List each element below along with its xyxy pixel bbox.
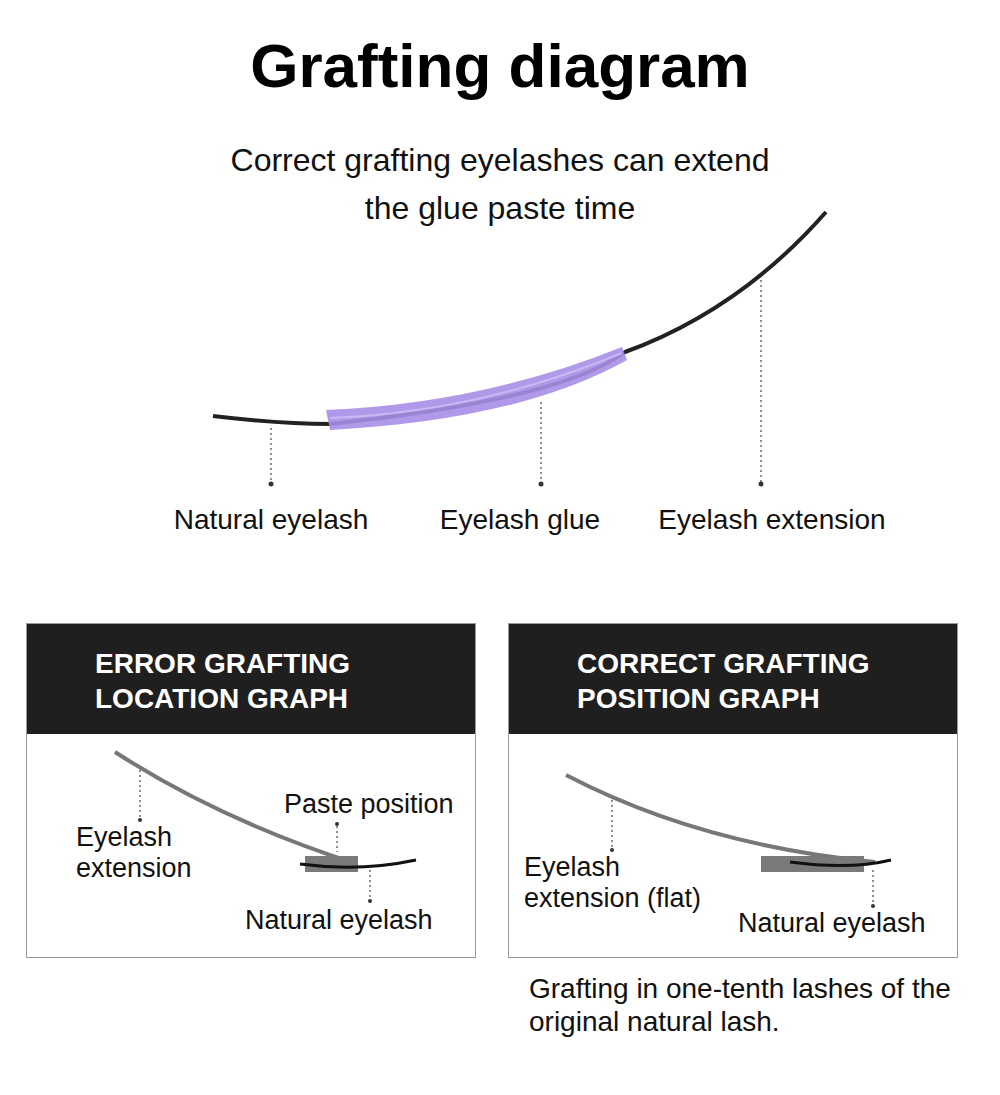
panel-heading: ERROR GRAFTING LOCATION GRAPH bbox=[95, 646, 455, 716]
natural-lash bbox=[790, 860, 891, 866]
part-label: Eyelash extension bbox=[76, 822, 226, 884]
title: Grafting diagram bbox=[0, 28, 1000, 104]
extension-lash bbox=[566, 775, 875, 862]
note: Grafting in one-tenth lashes of the orig… bbox=[529, 972, 969, 1038]
panel-heading: CORRECT GRAFTING POSITION GRAPH bbox=[577, 646, 937, 716]
subtitle: Correct grafting eyelashes can extend th… bbox=[230, 136, 770, 232]
leader-lines bbox=[140, 280, 873, 905]
part-label: Eyelash glue bbox=[390, 502, 650, 538]
part-label: Natural eyelash bbox=[738, 907, 953, 939]
part-label: Paste position bbox=[284, 788, 474, 820]
part-label: Eyelash extension bbox=[632, 502, 912, 538]
glue-band bbox=[326, 347, 627, 430]
natural-lash bbox=[300, 860, 416, 867]
header-band: CORRECT GRAFTING POSITION GRAPH bbox=[509, 624, 957, 734]
header-band: ERROR GRAFTING LOCATION GRAPH bbox=[27, 624, 475, 734]
part-label: Natural eyelash bbox=[245, 904, 470, 936]
part-label: Eyelash extension (flat) bbox=[524, 852, 734, 914]
part-label: Natural eyelash bbox=[141, 502, 401, 538]
glue-highlight bbox=[330, 353, 622, 418]
